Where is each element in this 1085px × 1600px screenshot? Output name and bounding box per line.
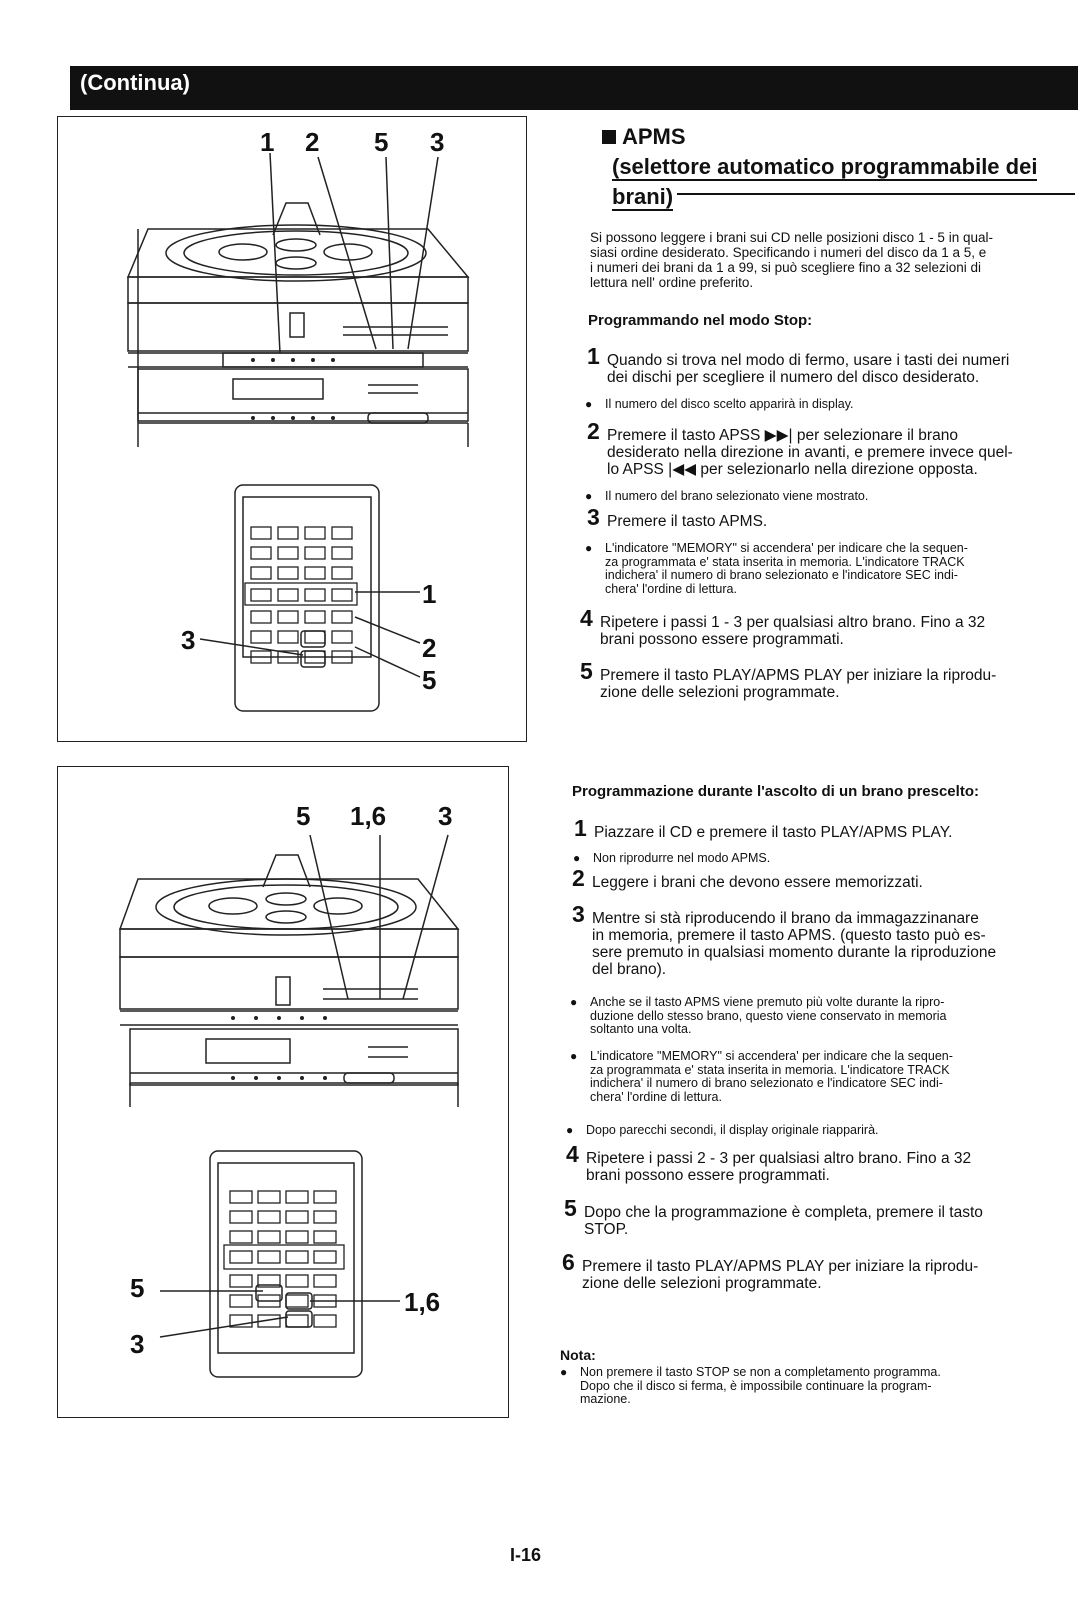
- remote-top-label-2: 2: [422, 633, 437, 663]
- remote-bottom-label-5: 5: [130, 1273, 145, 1303]
- remote-top-label-left: 3: [181, 625, 196, 655]
- figure-top-label-3: 3: [430, 127, 445, 157]
- stop-bullet-2: Il numero del brano selezionato viene mo…: [585, 489, 1055, 504]
- stop-heading: Programmando nel modo Stop:: [588, 312, 813, 329]
- stop-step-2: 2 Premere il tasto APSS ▶▶| per selezion…: [587, 418, 1013, 479]
- section-title: APMS (selettore automatico programmabile…: [602, 124, 1072, 211]
- play-step-2: 2 Leggere i brani che devono essere memo…: [572, 865, 923, 892]
- stop-bullet-1: Il numero del disco scelto apparirà in d…: [585, 397, 1055, 412]
- apms-title: APMS: [622, 124, 686, 149]
- stop-step-3: 3 Premere il tasto APMS.: [587, 504, 768, 531]
- title-rule: [677, 193, 1075, 195]
- intro-paragraph: Si possono leggere i brani sui CD nelle …: [590, 230, 993, 290]
- play-bullet-1: Non riprodurre nel modo APMS.: [573, 851, 1043, 866]
- play-step-6: 6 Premere il tasto PLAY/APMS PLAY per in…: [562, 1249, 979, 1293]
- header-label: (Continua): [80, 70, 190, 95]
- square-bullet-icon: [602, 130, 616, 144]
- figure-bottom-illustration: [118, 834, 460, 1378]
- play-heading: Programmazione durante l'ascolto di un b…: [572, 783, 979, 800]
- stop-step-1: 1 Quando si trova nel modo di fermo, usa…: [587, 343, 1010, 387]
- play-step-3: 3 Mentre si stà riproducendo il brano da…: [572, 901, 997, 979]
- play-bullet-3: L'indicatore "MEMORY" si accendera' per …: [570, 1049, 1040, 1104]
- stop-step-5: 5 Premere il tasto PLAY/APMS PLAY per in…: [580, 658, 997, 702]
- figure-top: 1 2 5 3 3 1 2 5: [57, 116, 527, 742]
- remote-bottom-label-3: 3: [130, 1329, 145, 1359]
- play-step-5: 5 Dopo che la programmazione è completa,…: [564, 1195, 983, 1239]
- remote-bottom-label-1-6: 1,6: [404, 1287, 441, 1317]
- stop-bullet-3: L'indicatore "MEMORY" si accendera' per …: [585, 541, 1055, 596]
- subtitle-line-2: brani): [612, 184, 674, 211]
- remote-top-label-1: 1: [422, 579, 437, 609]
- play-step-4: 4 Ripetere i passi 2 - 3 per qualsiasi a…: [566, 1141, 972, 1185]
- note-bullet: Non premere il tasto STOP se non a compl…: [560, 1365, 1040, 1407]
- figure-top-illustration: [126, 152, 470, 712]
- play-bullet-4: Dopo parecchi secondi, il display origin…: [566, 1123, 1036, 1138]
- page-number: I-16: [510, 1545, 542, 1565]
- stop-step-4: 4 Ripetere i passi 1 - 3 per qualsiasi a…: [580, 605, 986, 649]
- figure-top-label-5: 5: [374, 127, 389, 157]
- remote-top-label-5: 5: [422, 665, 437, 695]
- play-bullet-2: Anche se il tasto APMS viene premuto più…: [570, 995, 1040, 1037]
- play-step-1: 1 Piazzare il CD e premere il tasto PLAY…: [574, 815, 953, 842]
- subtitle-line-1: (selettore automatico programmabile dei: [612, 154, 1038, 181]
- figure-bottom-label-3: 3: [438, 801, 453, 831]
- note-heading: Nota:: [560, 1347, 596, 1363]
- header-bar: (Continua): [70, 66, 1078, 110]
- figure-bottom: 5 1,6 3 5 3 1,6: [57, 766, 509, 1418]
- figure-top-label-2: 2: [305, 127, 320, 157]
- figure-bottom-label-1-6: 1,6: [350, 801, 387, 831]
- figure-bottom-label-5: 5: [296, 801, 311, 831]
- figure-top-label-1: 1: [260, 127, 275, 157]
